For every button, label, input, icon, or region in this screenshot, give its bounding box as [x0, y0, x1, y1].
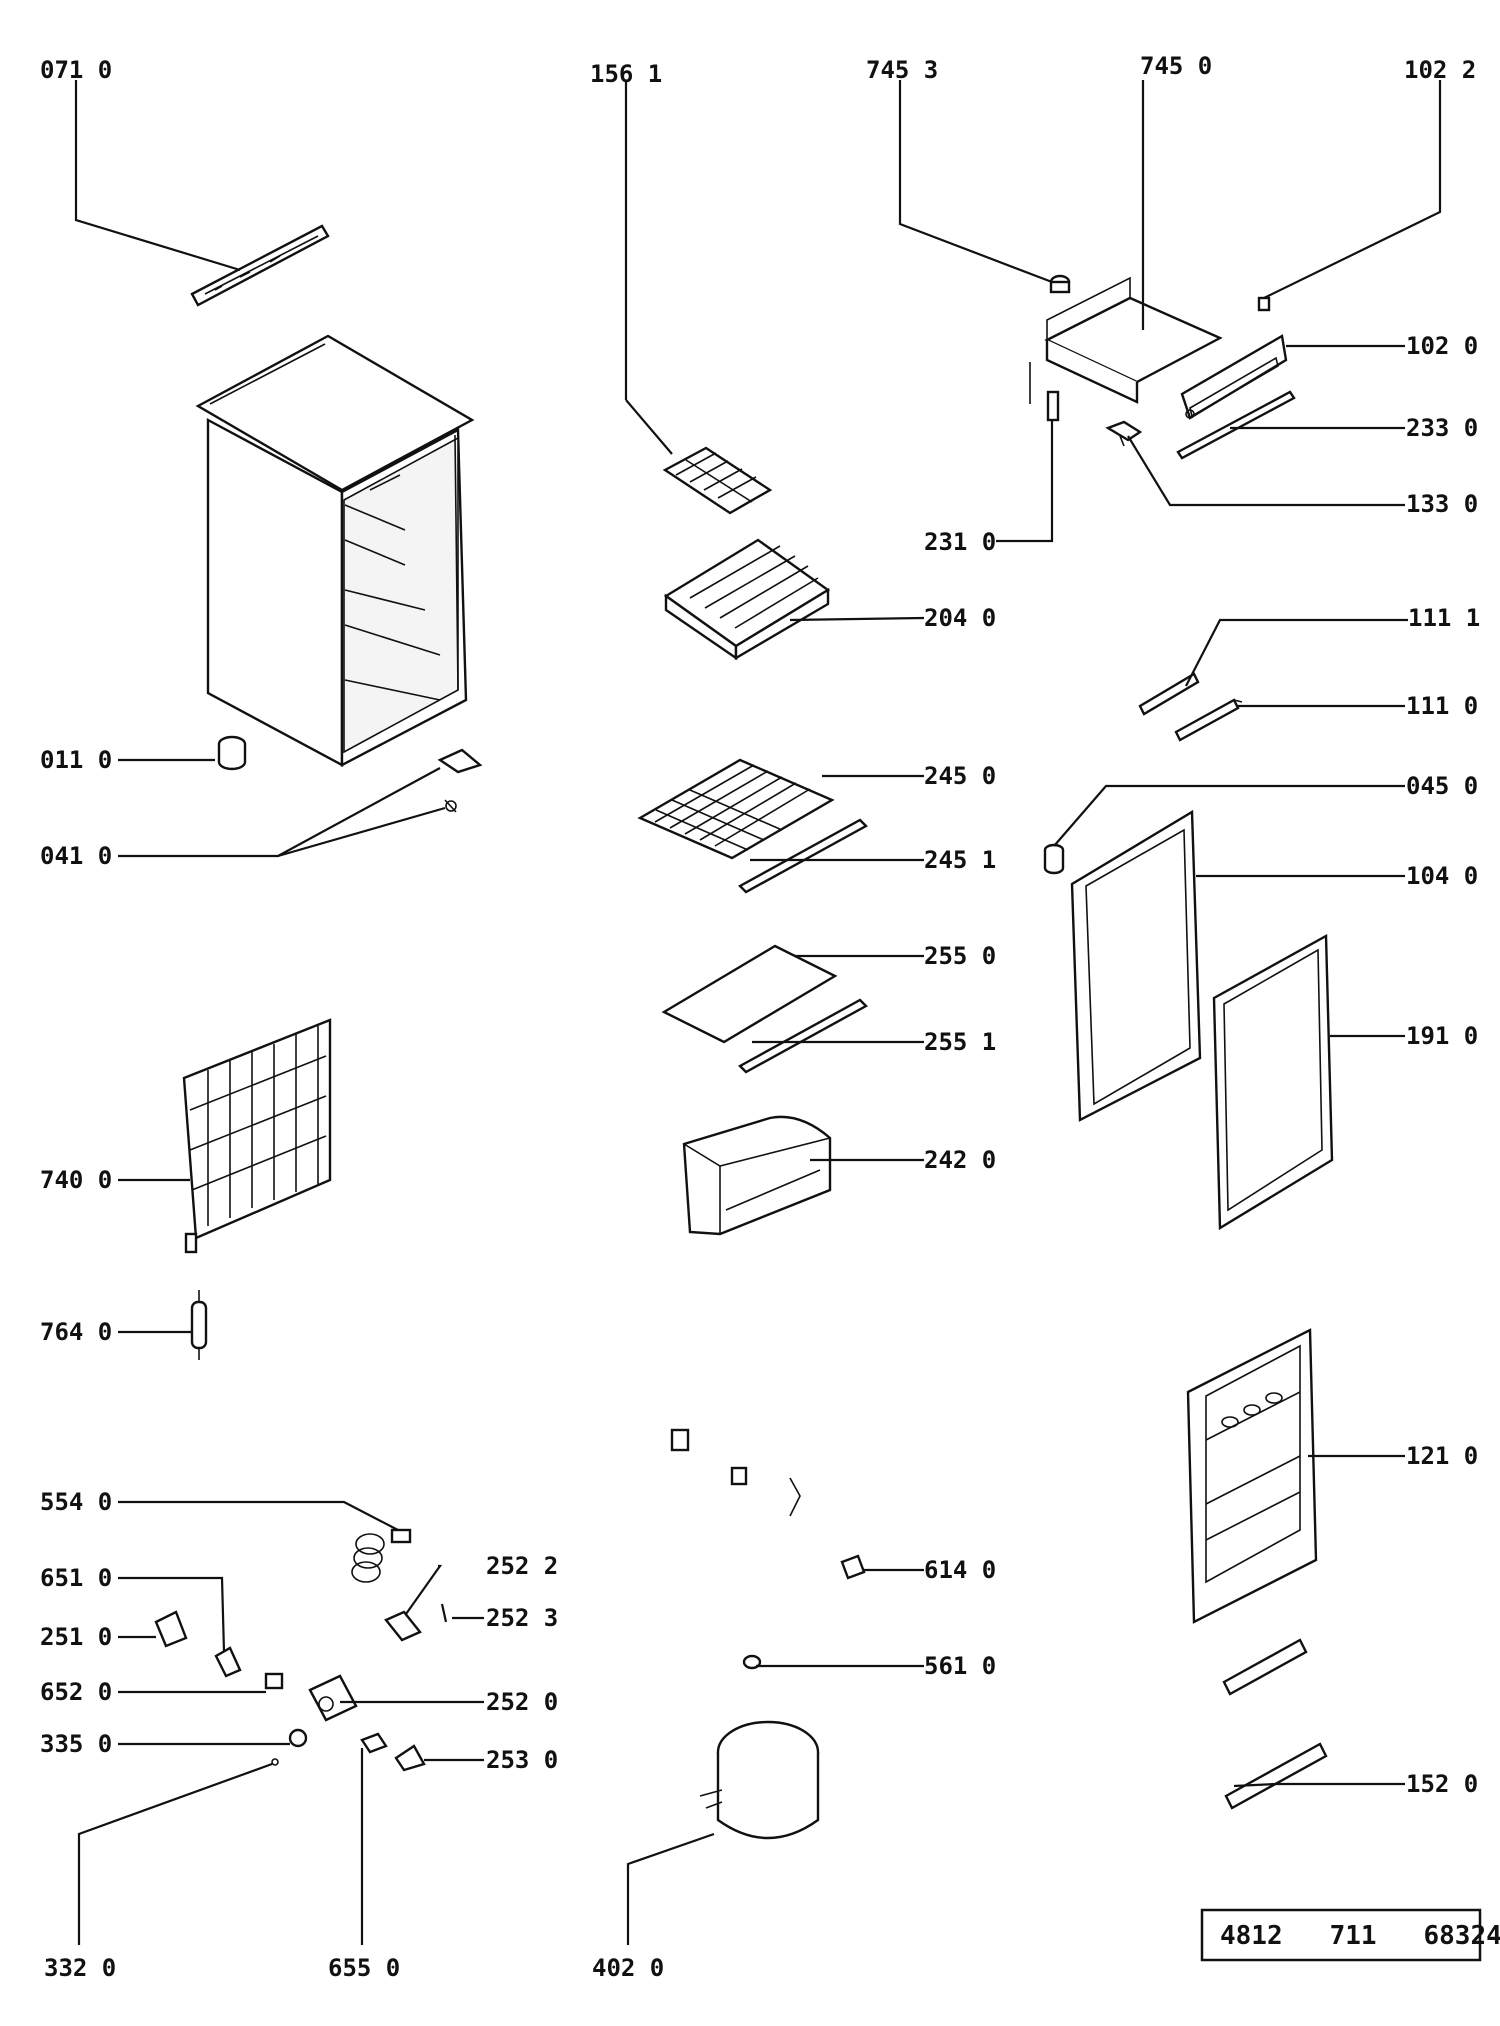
- hinge-pin-part: [1043, 843, 1065, 875]
- top-grille-part: [190, 224, 330, 307]
- label-233-0: 233 0: [1406, 414, 1478, 442]
- label-152-0: 152 0: [1406, 1770, 1478, 1798]
- reference-number: 4812 711 68324: [1220, 1921, 1500, 1951]
- door-gasket-part: [1212, 933, 1334, 1231]
- part-cluster-middle: [730, 1466, 748, 1486]
- label-332-0: 332 0: [44, 1954, 116, 1982]
- tiny-part-332: [271, 1758, 279, 1766]
- small-part-652: [264, 1672, 284, 1690]
- label-231-0: 231 0: [924, 528, 996, 556]
- label-252-2: 252 2: [486, 1552, 558, 1580]
- label-740-0: 740 0: [40, 1166, 112, 1194]
- label-745-3: 745 3: [866, 56, 938, 84]
- label-655-0: 655 0: [328, 1954, 400, 1982]
- label-745-0: 745 0: [1140, 52, 1212, 80]
- leader-lines: [74, 80, 1442, 1945]
- condenser-part: [182, 1018, 332, 1254]
- thermostat-knob-part: [1049, 274, 1071, 294]
- clamp-part: [154, 1610, 188, 1648]
- crisper-drawer-part: [682, 1115, 832, 1236]
- wire-part: [789, 1477, 801, 1517]
- door-shelf-part: [1224, 1742, 1328, 1810]
- switch-part: [1046, 390, 1060, 422]
- reference-number-box: 4812 711 68324: [1200, 1908, 1500, 1962]
- compressor-part: [699, 1720, 820, 1840]
- label-335-0: 335 0: [40, 1730, 112, 1758]
- label-255-1: 255 1: [924, 1028, 996, 1056]
- label-045-0: 045 0: [1406, 772, 1478, 800]
- label-111-0: 111 0: [1406, 692, 1478, 720]
- hinge-part: [437, 748, 483, 813]
- filter-drier-part: [190, 1290, 208, 1360]
- hinge-plate-lower-part: [1174, 698, 1243, 742]
- ice-tray-part: [662, 446, 773, 515]
- label-242-0: 242 0: [924, 1146, 996, 1174]
- cabinet-body-part: [195, 334, 475, 768]
- small-part-253: [394, 1744, 426, 1772]
- label-245-1: 245 1: [924, 846, 996, 874]
- glass-shelf-part: [661, 944, 838, 1044]
- strip-part: [1176, 390, 1296, 460]
- relay-coil-part: [351, 1528, 412, 1583]
- label-554-0: 554 0: [40, 1488, 112, 1516]
- label-102-0: 102 0: [1406, 332, 1478, 360]
- label-652-0: 652 0: [40, 1678, 112, 1706]
- part-cluster-top: [670, 1428, 690, 1452]
- label-011-0: 011 0: [40, 746, 112, 774]
- door-shelf-upper-part: [1222, 1638, 1308, 1696]
- label-156-1: 156 1: [590, 60, 662, 88]
- label-251-0: 251 0: [40, 1623, 112, 1651]
- wire-shelf-part: [637, 758, 835, 860]
- drip-tray-part: [663, 538, 831, 661]
- hinge-plate-upper-part: [1138, 672, 1200, 716]
- thermostat-part: [214, 1646, 242, 1678]
- shelf-trim-part: [738, 818, 868, 894]
- label-071-0: 071 0: [40, 56, 112, 84]
- label-104-0: 104 0: [1406, 862, 1478, 890]
- label-252-0: 252 0: [486, 1688, 558, 1716]
- glass-shelf-trim-part: [738, 998, 868, 1074]
- label-402-0: 402 0: [592, 1954, 664, 1982]
- label-651-0: 651 0: [40, 1564, 112, 1592]
- door-frame-part: [1070, 809, 1202, 1122]
- label-614-0: 614 0: [924, 1556, 996, 1584]
- thermostat-housing-part: [308, 1674, 358, 1722]
- label-102-2: 102 2: [1404, 56, 1476, 84]
- label-245-0: 245 0: [924, 762, 996, 790]
- small-part-614: [840, 1554, 866, 1580]
- lamp-bulb-part: [1257, 296, 1271, 312]
- control-panel-part: [1029, 276, 1223, 404]
- label-561-0: 561 0: [924, 1652, 996, 1680]
- screw-part: [440, 1603, 448, 1623]
- knob-part: [288, 1728, 308, 1748]
- bracket-part: [384, 1610, 422, 1642]
- label-111-1: 111 1: [1408, 604, 1480, 632]
- foot-part: [217, 735, 247, 771]
- label-255-0: 255 0: [924, 942, 996, 970]
- label-764-0: 764 0: [40, 1318, 112, 1346]
- label-041-0: 041 0: [40, 842, 112, 870]
- small-part-655: [360, 1732, 388, 1754]
- inner-door-part: [1186, 1328, 1318, 1624]
- lamp-cover-part: [1180, 334, 1288, 420]
- label-133-0: 133 0: [1406, 490, 1478, 518]
- label-191-0: 191 0: [1406, 1022, 1478, 1050]
- label-204-0: 204 0: [924, 604, 996, 632]
- connector-part: [1105, 420, 1143, 447]
- label-253-0: 253 0: [486, 1746, 558, 1774]
- label-252-3: 252 3: [486, 1604, 558, 1632]
- part-number-labels: 071 0 156 1 745 3 745 0 102 2 102 0 233 …: [40, 52, 1480, 1982]
- label-121-0: 121 0: [1406, 1442, 1478, 1470]
